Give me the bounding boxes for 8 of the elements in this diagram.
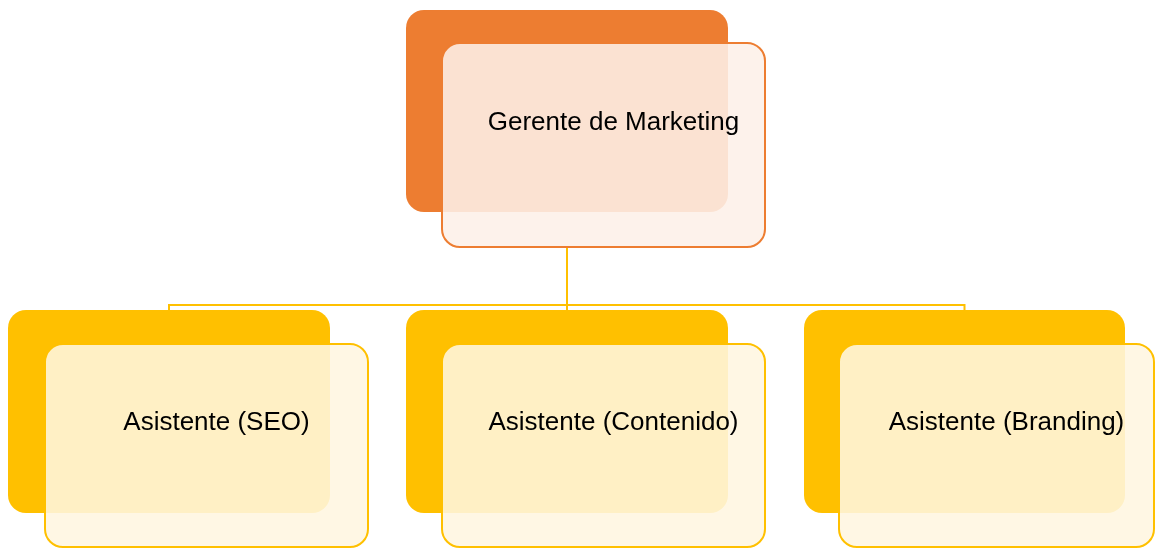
position-title: Asistente (Contenido) <box>487 405 740 439</box>
position-card <box>406 10 766 248</box>
position-card <box>804 310 1155 548</box>
position-title: Asistente (SEO) <box>122 405 311 439</box>
position-title: Gerente de Marketing <box>486 104 741 138</box>
position-card <box>406 310 766 548</box>
position-card <box>8 310 369 548</box>
position-title: Asistente (Branding) <box>887 405 1126 439</box>
